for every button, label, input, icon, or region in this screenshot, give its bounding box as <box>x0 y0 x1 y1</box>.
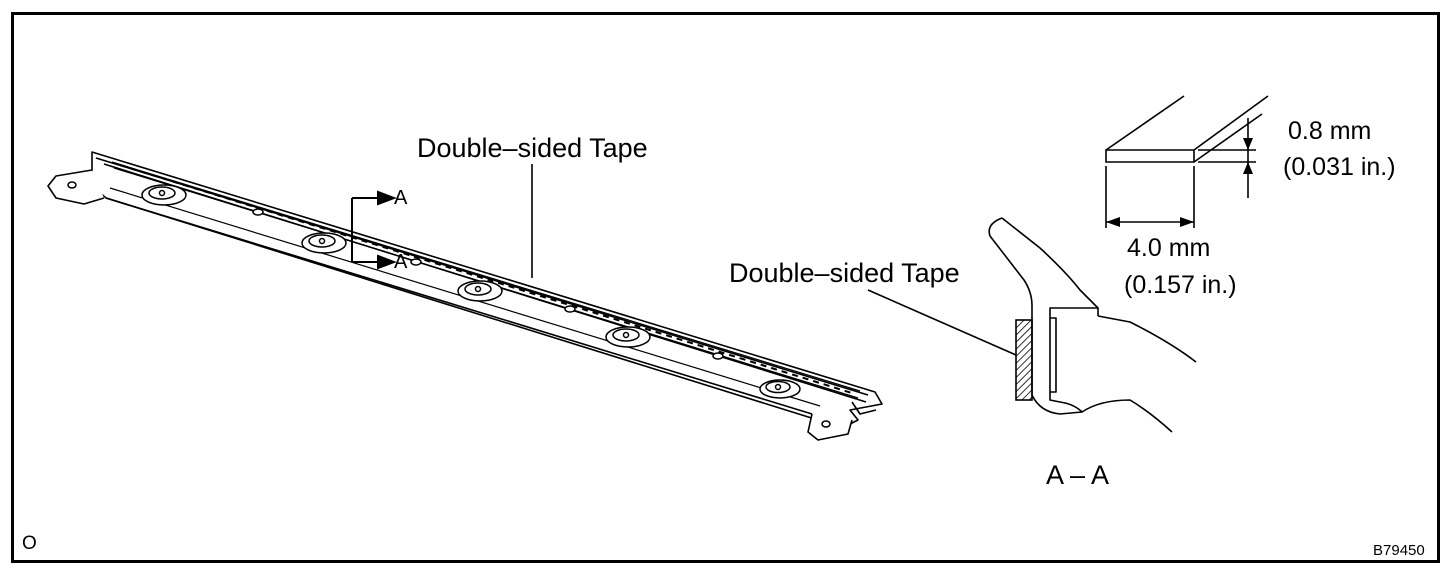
hole <box>564 305 576 313</box>
boss-5 <box>759 379 801 399</box>
section-mark-bottom: A <box>394 251 408 273</box>
figure-id: B79450 <box>1373 542 1425 559</box>
dimension-arrows <box>1106 138 1253 227</box>
width-in: (0.157 in.) <box>1124 271 1237 299</box>
boss-3 <box>457 280 503 302</box>
figure-frame <box>11 12 1440 563</box>
section-arrow-top <box>377 190 397 206</box>
corner-mark: O <box>22 533 37 554</box>
tape-leader-right <box>867 289 1017 356</box>
section-title: A – A <box>1046 460 1110 490</box>
rail-clip-bosses <box>67 181 831 428</box>
boss-4 <box>605 326 651 348</box>
boss-2 <box>301 232 347 254</box>
hole <box>410 258 422 266</box>
section-profile <box>988 217 1197 433</box>
rail-slots <box>119 164 856 395</box>
section-cut-marker <box>351 190 397 270</box>
tape-cross-section <box>1015 319 1033 401</box>
tape-label-right: Double–sided Tape <box>729 258 960 288</box>
hole <box>712 352 724 360</box>
hole <box>821 420 831 428</box>
section-mark-top: A <box>394 187 408 209</box>
boss-1 <box>141 184 187 206</box>
hole <box>67 181 77 189</box>
section-arrow-bottom <box>377 254 397 270</box>
thickness-mm: 0.8 mm <box>1288 117 1372 145</box>
hole <box>252 208 264 216</box>
tape-label-left: Double–sided Tape <box>417 133 648 163</box>
tape-dimension-detail <box>1105 95 1269 228</box>
width-mm: 4.0 mm <box>1127 234 1211 262</box>
thickness-in: (0.031 in.) <box>1283 153 1396 181</box>
